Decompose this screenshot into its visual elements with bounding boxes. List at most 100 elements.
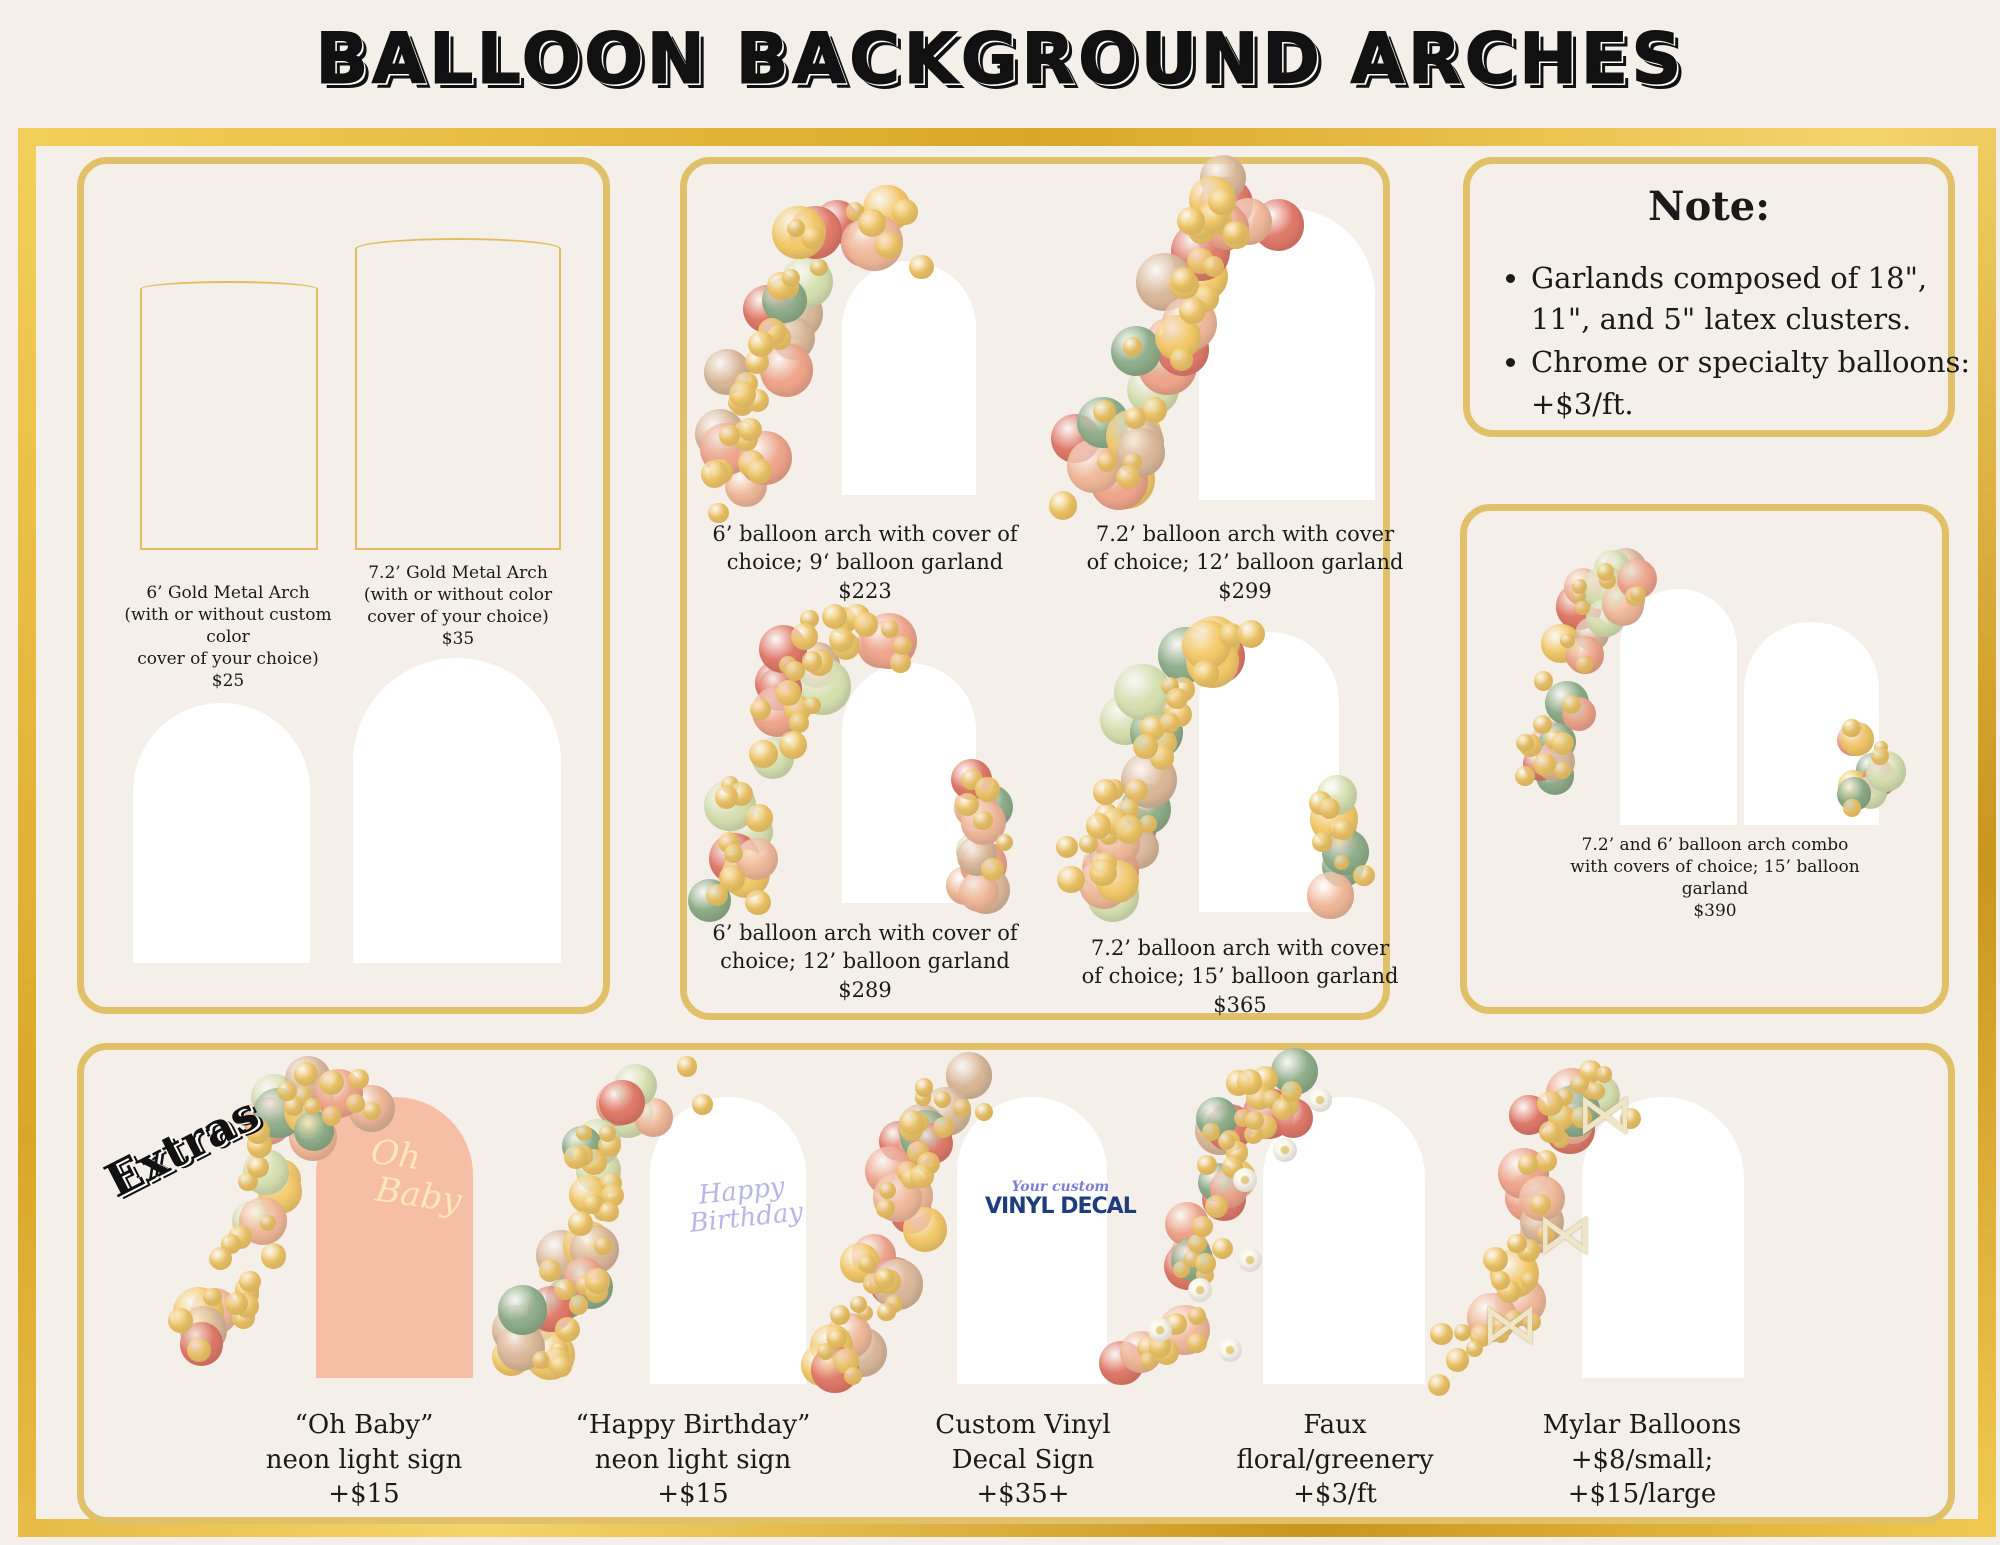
balloon	[1533, 671, 1554, 691]
balloon	[810, 258, 828, 277]
balloon	[1492, 1326, 1509, 1343]
balloon	[1536, 1090, 1563, 1117]
balloon	[1318, 798, 1340, 820]
price: $25	[211, 671, 245, 692]
balloon	[1191, 1216, 1213, 1238]
balloon	[1123, 407, 1146, 429]
balloon	[538, 1259, 562, 1282]
balloon	[1159, 712, 1180, 734]
balloon	[1219, 623, 1243, 648]
balloon	[1096, 451, 1117, 473]
page-title: BALLOON BACKGROUND ARCHES	[315, 18, 1685, 101]
balloon	[1550, 731, 1574, 755]
balloon	[1202, 1123, 1220, 1141]
balloon	[705, 883, 729, 907]
balloon	[1595, 1066, 1613, 1083]
balloon	[1208, 187, 1236, 216]
balloon	[568, 1295, 589, 1315]
flower-icon	[1233, 1168, 1257, 1192]
balloon	[910, 1164, 935, 1189]
balloon	[1243, 1125, 1263, 1145]
balloon	[1553, 761, 1572, 780]
balloon	[1169, 348, 1193, 371]
balloon	[584, 1268, 611, 1294]
package-label-2: 7.2’ balloon arch with cover of choice; …	[1080, 520, 1410, 605]
balloon	[1186, 1332, 1207, 1353]
balloon	[1842, 718, 1861, 738]
balloon	[1170, 267, 1197, 293]
balloon	[1195, 1253, 1216, 1274]
balloon	[593, 1236, 612, 1255]
balloon	[347, 1068, 369, 1090]
balloon	[830, 1305, 851, 1326]
balloon	[785, 661, 806, 681]
balloon	[1575, 600, 1591, 616]
balloon	[914, 1078, 934, 1098]
balloon	[277, 1080, 298, 1102]
balloon	[1445, 1348, 1470, 1373]
balloon	[1179, 297, 1206, 324]
balloon	[853, 612, 879, 637]
balloon	[168, 1307, 193, 1333]
balloon	[1629, 585, 1646, 602]
balloon	[843, 1366, 863, 1386]
balloon	[829, 627, 854, 652]
balloon	[749, 699, 771, 721]
balloon	[1536, 1224, 1555, 1243]
balloon	[259, 1214, 277, 1232]
balloon	[1307, 872, 1354, 919]
balloon	[1114, 815, 1144, 844]
balloon	[776, 680, 802, 706]
peach-arch-cover	[316, 1097, 473, 1378]
balloon	[953, 1099, 972, 1118]
gold-arch-6ft-outline	[140, 281, 318, 550]
balloon	[1089, 858, 1117, 887]
note-bullet: Chrome or specialty balloons: +$3/ft.	[1531, 342, 1981, 424]
balloon	[1596, 563, 1614, 581]
white-arch	[1582, 1097, 1744, 1378]
price: +$15/large	[1567, 1479, 1717, 1510]
balloon	[1092, 779, 1119, 805]
balloon	[892, 199, 918, 225]
balloon	[700, 460, 729, 488]
note-panel	[1463, 157, 1955, 437]
balloon	[745, 889, 771, 916]
balloon	[564, 1144, 589, 1169]
balloon	[749, 739, 778, 769]
note-list: Garlands composed of 18", 11", and 5" la…	[1495, 258, 1981, 427]
balloon	[1517, 1154, 1539, 1175]
balloon	[1454, 1324, 1472, 1342]
balloon	[974, 1103, 993, 1122]
price: +$15	[657, 1479, 729, 1510]
balloon	[1571, 579, 1587, 595]
balloon	[362, 1102, 381, 1121]
balloon	[802, 696, 821, 715]
combo-label: 7.2’ and 6’ balloon arch combo with cove…	[1560, 834, 1870, 922]
balloon	[1188, 1306, 1207, 1325]
balloon	[1871, 747, 1890, 766]
white-arch	[1620, 589, 1737, 825]
balloon	[874, 231, 903, 260]
balloon	[1530, 1193, 1552, 1215]
flower-icon	[1218, 1338, 1242, 1362]
balloon	[1177, 207, 1206, 235]
balloon	[284, 1097, 303, 1116]
extra-label-happy-birthday: “Happy Birthday”neon light sign+$15	[543, 1408, 843, 1512]
gold-arch-7ft-outline	[355, 238, 561, 550]
white-arch-6ft	[133, 703, 310, 963]
balloon	[801, 651, 823, 672]
balloon	[1312, 831, 1333, 852]
balloon	[932, 1116, 955, 1139]
extra-label-mylar: Mylar Balloons+$8/small;+$15/large	[1492, 1408, 1792, 1512]
balloon	[1165, 687, 1188, 710]
metal-arch-6ft-label: 6’ Gold Metal Arch (with or without cust…	[100, 582, 356, 692]
balloon	[1236, 1069, 1263, 1095]
balloon	[245, 1119, 271, 1144]
balloon	[1465, 1340, 1484, 1358]
balloon	[1057, 865, 1086, 894]
balloon	[877, 1302, 896, 1321]
white-arch	[957, 1097, 1107, 1384]
